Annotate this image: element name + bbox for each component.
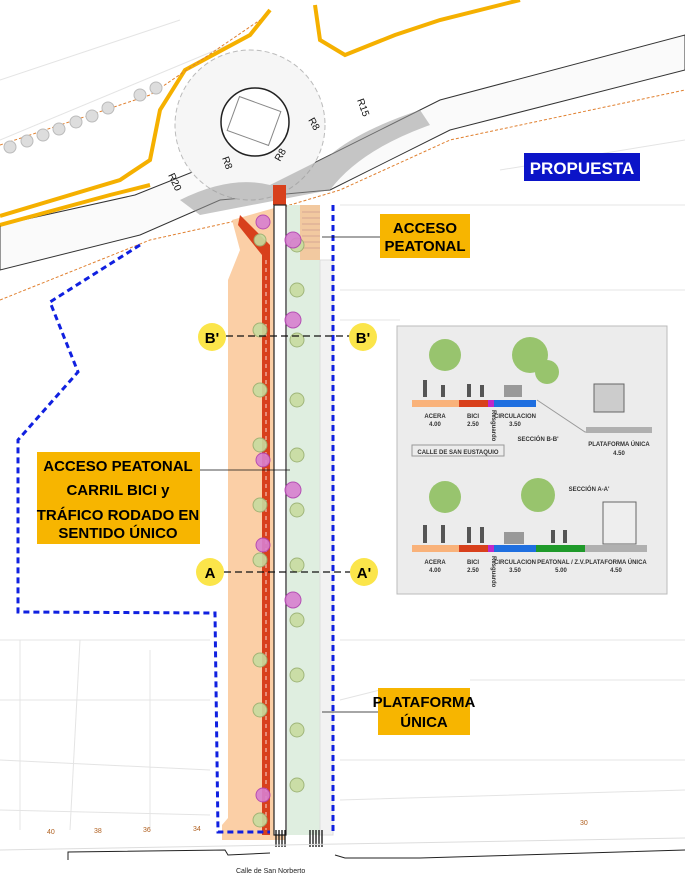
section-figures: [423, 380, 637, 545]
band-label: ACERA: [424, 414, 446, 420]
band-width: 4.00: [429, 568, 441, 574]
band-label: CIRCULACION: [494, 414, 536, 420]
radius-label: R8: [219, 155, 234, 171]
propuesta-title: PROPUESTA: [530, 159, 635, 178]
building-outlines: [0, 19, 685, 831]
corridor-trees: [252, 214, 305, 828]
callout-text: CARRIL BICI y: [66, 482, 170, 499]
callout-plataforma: PLATAFORMA ÚNICA: [373, 688, 476, 735]
callout-text: ACCESO PEATONAL: [43, 458, 192, 475]
band-label: CIRCULACION: [494, 560, 536, 566]
band-width: 4.00: [429, 422, 441, 428]
street-name-label: Calle de San Norberto: [236, 868, 305, 875]
callout-acceso-peatonal: ACCESO PEATONAL: [380, 214, 470, 258]
marker-b-left: B': [205, 330, 219, 347]
band-width: 2.50: [467, 568, 479, 574]
callout-text: ÚNICA: [400, 713, 448, 731]
street-corridor: [222, 185, 334, 847]
crosswalks: [275, 830, 323, 847]
band-label: BICI: [467, 414, 479, 420]
section-trees: [429, 337, 559, 513]
band-label: PLATAFORMA ÚNICA: [588, 441, 650, 448]
band-label: ACERA: [424, 560, 446, 566]
road-trees: [3, 81, 163, 154]
propuesta-badge: PROPUESTA: [524, 153, 640, 181]
street-number: 30: [580, 820, 588, 827]
marker-a-right: A': [357, 565, 371, 582]
intervention-boundary: [16, 205, 335, 835]
street-numbers: 40 38 36 34 30: [47, 820, 588, 836]
street-number: 34: [193, 826, 201, 833]
band-width: 5.00: [555, 568, 567, 574]
callout-main-note: ACCESO PEATONAL CARRIL BICI y TRÁFICO RO…: [37, 452, 200, 544]
marker-b-right: B': [356, 330, 370, 347]
callout-text: TRÁFICO RODADO EN: [37, 507, 200, 524]
callout-text: PLATAFORMA: [373, 694, 476, 711]
callout-text: ACCESO: [393, 220, 458, 237]
callout-text: SENTIDO ÚNICO: [58, 524, 178, 542]
band-label: Resguardo: [490, 410, 496, 442]
band-label: PEATONAL / Z.V.: [537, 560, 585, 566]
marker-a-left: A: [205, 565, 216, 582]
band-width: 3.50: [509, 568, 521, 574]
leader-lines: [200, 236, 380, 713]
band-width: 3.50: [509, 422, 521, 428]
traffic-lane: [273, 204, 287, 836]
band-width: 2.50: [467, 422, 479, 428]
band-label: BICI: [467, 560, 479, 566]
section-aa-title: SECCIÓN A-A': [569, 485, 610, 493]
cross-sections-inset: ACERA 4.00 BICI 2.50 Resguardo CIRCULACI…: [396, 325, 668, 595]
roundabout: [174, 49, 430, 215]
band-label: PLATAFORMA ÚNICA: [585, 559, 647, 566]
section-lines: [224, 335, 350, 573]
section-aa-labels: SECCIÓN A-A' ACERA 4.00 BICI 2.50 Resgua…: [424, 485, 647, 588]
band-width: 4.50: [613, 451, 625, 457]
callout-text: PEATONAL: [384, 238, 465, 255]
radius-label: R15: [354, 97, 371, 118]
street-label: CALLE DE SAN EUSTAQUIO: [417, 450, 499, 456]
street-number: 36: [143, 827, 151, 834]
plataforma-paving: [319, 259, 334, 836]
section-bb-title: SECCIÓN B-B': [517, 435, 559, 443]
bottom-street: [0, 837, 685, 860]
pedestrian-green-zone: [287, 205, 320, 835]
bike-lane: [238, 215, 270, 835]
street-number: 40: [47, 829, 55, 836]
section-markers: B' B' A A': [196, 323, 378, 586]
band-label: Resguardo: [490, 556, 496, 588]
section-bb-labels: ACERA 4.00 BICI 2.50 Resguardo CIRCULACI…: [411, 410, 650, 457]
band-width: 4.50: [610, 568, 622, 574]
street-number: 38: [94, 828, 102, 835]
